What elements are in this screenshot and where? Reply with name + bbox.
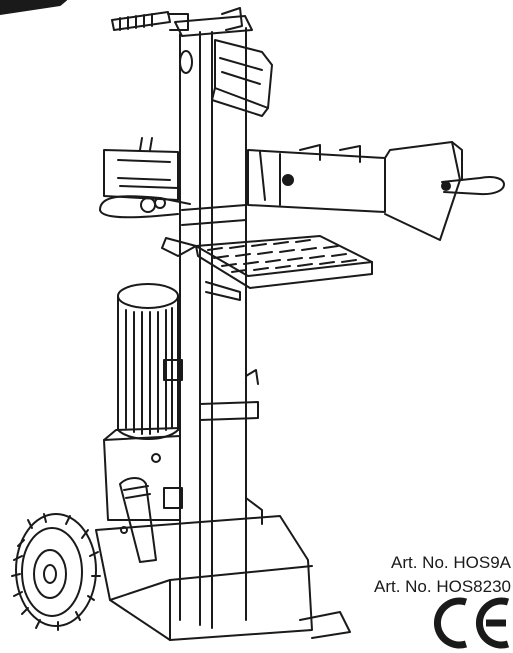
- column-brackets: [163, 359, 263, 525]
- base-foot: [95, 515, 351, 641]
- hydraulic-tank: [103, 427, 181, 563]
- electric-motor: [117, 283, 179, 440]
- splitting-blade: [211, 39, 273, 117]
- article-numbers: Art. No. HOS9A Art. No. HOS8230: [374, 551, 511, 599]
- ce-mark-icon: CE: [433, 597, 510, 649]
- log-table: [161, 235, 373, 301]
- right-lever-arm: [247, 141, 505, 241]
- top-bar-fragment: [0, 0, 67, 15]
- upper-handle-right: [221, 7, 243, 31]
- left-lever-assembly: [99, 137, 191, 219]
- main-column: [174, 15, 253, 629]
- article-number-2: Art. No. HOS8230: [373, 577, 511, 596]
- transport-wheel: [11, 513, 101, 631]
- article-number-1: Art. No. HOS9A: [391, 553, 511, 572]
